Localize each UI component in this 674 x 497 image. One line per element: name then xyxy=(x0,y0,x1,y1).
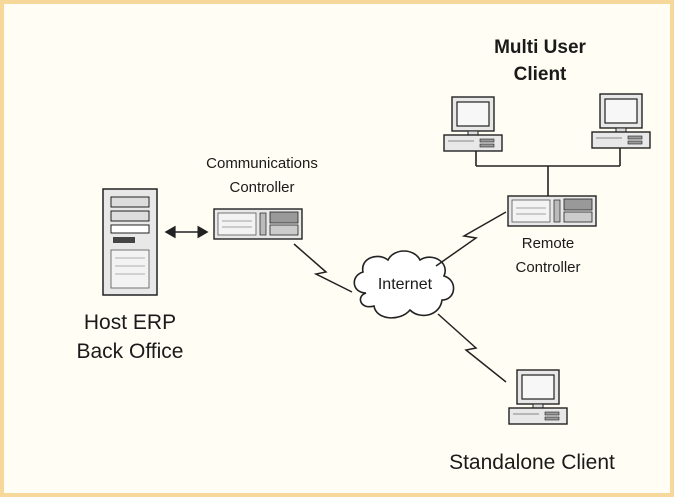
host-server-icon xyxy=(102,188,158,296)
communications-controller-icon xyxy=(213,208,303,240)
internet-cloud-icon xyxy=(353,250,455,319)
remote-controller-label: Remote xyxy=(522,235,575,252)
standalone-client-label: Standalone Client xyxy=(449,451,615,474)
lightning-link-icon xyxy=(435,211,507,267)
remote-controller-label: Controller xyxy=(515,259,580,276)
lightning-link-icon xyxy=(437,313,507,383)
communications-controller-label: Controller xyxy=(229,179,294,196)
host-erp-label: Host ERP xyxy=(84,311,176,334)
multi-user-client-label: Client xyxy=(514,64,567,85)
multi-user-client-computer-1-icon xyxy=(443,96,503,152)
lightning-link-icon xyxy=(293,243,353,293)
remote-controller-icon xyxy=(507,195,597,227)
multi-user-client-computer-2-icon xyxy=(591,93,651,149)
internet-label: Internet xyxy=(378,276,433,293)
communications-controller-label: Communications xyxy=(206,155,318,172)
multi-user-client-label: Multi User xyxy=(494,37,586,58)
standalone-client-computer-icon xyxy=(508,369,568,425)
host-erp-label: Back Office xyxy=(77,340,184,363)
